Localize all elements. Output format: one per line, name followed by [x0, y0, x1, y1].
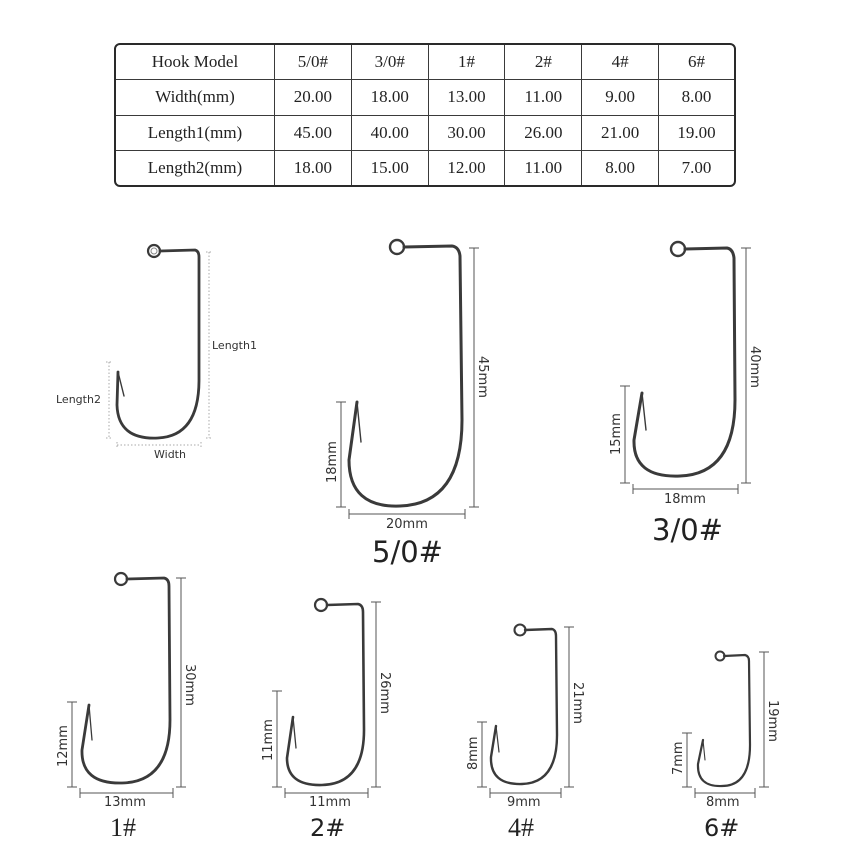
dimension-lines — [336, 247, 479, 519]
table-cell: 45.00 — [275, 115, 352, 151]
table-cell: 9.00 — [582, 80, 660, 116]
header-cell: 6# — [659, 45, 734, 81]
width-dim: 9mm — [507, 795, 541, 810]
model-label: 4# — [508, 813, 534, 842]
table-row-length2: Length2(mm) 18.00 15.00 12.00 11.00 8.00… — [116, 150, 734, 185]
header-cell: 1# — [428, 45, 506, 81]
table-cell: 12.00 — [429, 150, 506, 185]
width-dim: 8mm — [706, 795, 740, 810]
fishhook-icon — [347, 238, 464, 508]
width-dim: 11mm — [309, 795, 351, 810]
table-cell: 7.00 — [681, 157, 712, 177]
fishhook-icon — [285, 597, 366, 787]
length1-dim: 40mm — [747, 346, 762, 388]
table-cell: 11.00 — [505, 150, 583, 185]
length2-label: Length2 — [56, 393, 101, 406]
fishhook-icon — [489, 623, 559, 786]
width-label: Width — [154, 448, 186, 461]
width-dim: 20mm — [386, 517, 428, 532]
table-cell: 8.00 — [659, 80, 734, 116]
length2-dim: 18mm — [325, 441, 340, 483]
row-label: Length2(mm) — [116, 150, 275, 185]
length1-dim: 19mm — [765, 700, 780, 742]
hook-spec-table: Hook Model 5/0# 3/0# 1# 2# 4# 6# Width(m… — [114, 43, 736, 187]
model-label: 3/0# — [652, 513, 723, 547]
table-cell: 40.00 — [351, 115, 429, 151]
table-cell: 18.00 — [351, 80, 429, 116]
length1-dim: 21mm — [570, 682, 585, 724]
model-label: 1# — [110, 813, 136, 842]
table-row-width: Width(mm) 20.00 18.00 13.00 11.00 9.00 8… — [116, 80, 734, 116]
fishhook-icon — [80, 571, 172, 785]
dimension-lines — [67, 577, 186, 798]
table-cell: 15.00 — [352, 150, 429, 185]
hook-1: 30mm 12mm 13mm 1# — [56, 571, 197, 842]
model-label: 5/0# — [372, 535, 443, 569]
table-cell: 19.00 — [659, 116, 734, 151]
header-cell: Hook Model — [116, 45, 275, 81]
hook-6: 19mm 7mm 8mm 6# — [671, 650, 780, 842]
table-cell: 18.00 — [275, 150, 352, 185]
dimension-lines — [682, 651, 769, 798]
fishhook-icon — [115, 243, 201, 440]
table-header-row: Hook Model 5/0# 3/0# 1# 2# 4# 6# — [116, 45, 734, 81]
table-cell: 26.00 — [505, 115, 583, 151]
hook-5-0: 45mm 18mm 20mm 5/0# — [325, 238, 490, 569]
row-label: Length1(mm) — [116, 115, 275, 151]
hook-2: 26mm 11mm 11mm 2# — [261, 597, 392, 842]
table-cell: 8.00 — [582, 150, 660, 185]
hook-3-0: 40mm 15mm 18mm 3/0# — [609, 240, 762, 547]
length1-dim: 30mm — [182, 664, 197, 706]
length2-dim: 8mm — [466, 736, 481, 770]
table-row-length1: Length1(mm) 45.00 40.00 30.00 26.00 21.0… — [116, 115, 734, 151]
width-dim: 18mm — [664, 492, 706, 507]
length1-dim: 26mm — [377, 672, 392, 714]
table-cell: 11.00 — [505, 80, 583, 116]
header-cell: 4# — [582, 45, 660, 81]
length2-dim: 15mm — [609, 413, 624, 455]
fishhook-icon — [632, 240, 737, 478]
length2-dim: 11mm — [261, 719, 276, 761]
row-label: Width(mm) — [116, 80, 275, 116]
fishhook-icon — [696, 650, 752, 788]
table-cell: 21.00 — [582, 115, 660, 151]
length1-label: Length1 — [212, 339, 257, 352]
dimension-lines — [272, 601, 381, 798]
length1-dim: 45mm — [475, 356, 490, 398]
table-cell: 20.00 — [275, 80, 352, 116]
dimension-lines — [620, 247, 751, 494]
model-label: 6# — [704, 814, 739, 842]
table-cell: 13.00 — [428, 80, 506, 116]
width-dim: 13mm — [104, 795, 146, 810]
header-cell: 5/0# — [275, 45, 352, 81]
length2-dim: 7mm — [671, 741, 686, 775]
length2-dim: 12mm — [56, 725, 71, 767]
dimension-lines — [477, 626, 574, 798]
hook-4: 21mm 8mm 9mm 4# — [466, 623, 585, 842]
header-cell: 2# — [505, 45, 583, 81]
model-label: 2# — [310, 814, 345, 842]
header-cell: 3/0# — [351, 45, 429, 81]
table-cell: 30.00 — [428, 115, 506, 151]
